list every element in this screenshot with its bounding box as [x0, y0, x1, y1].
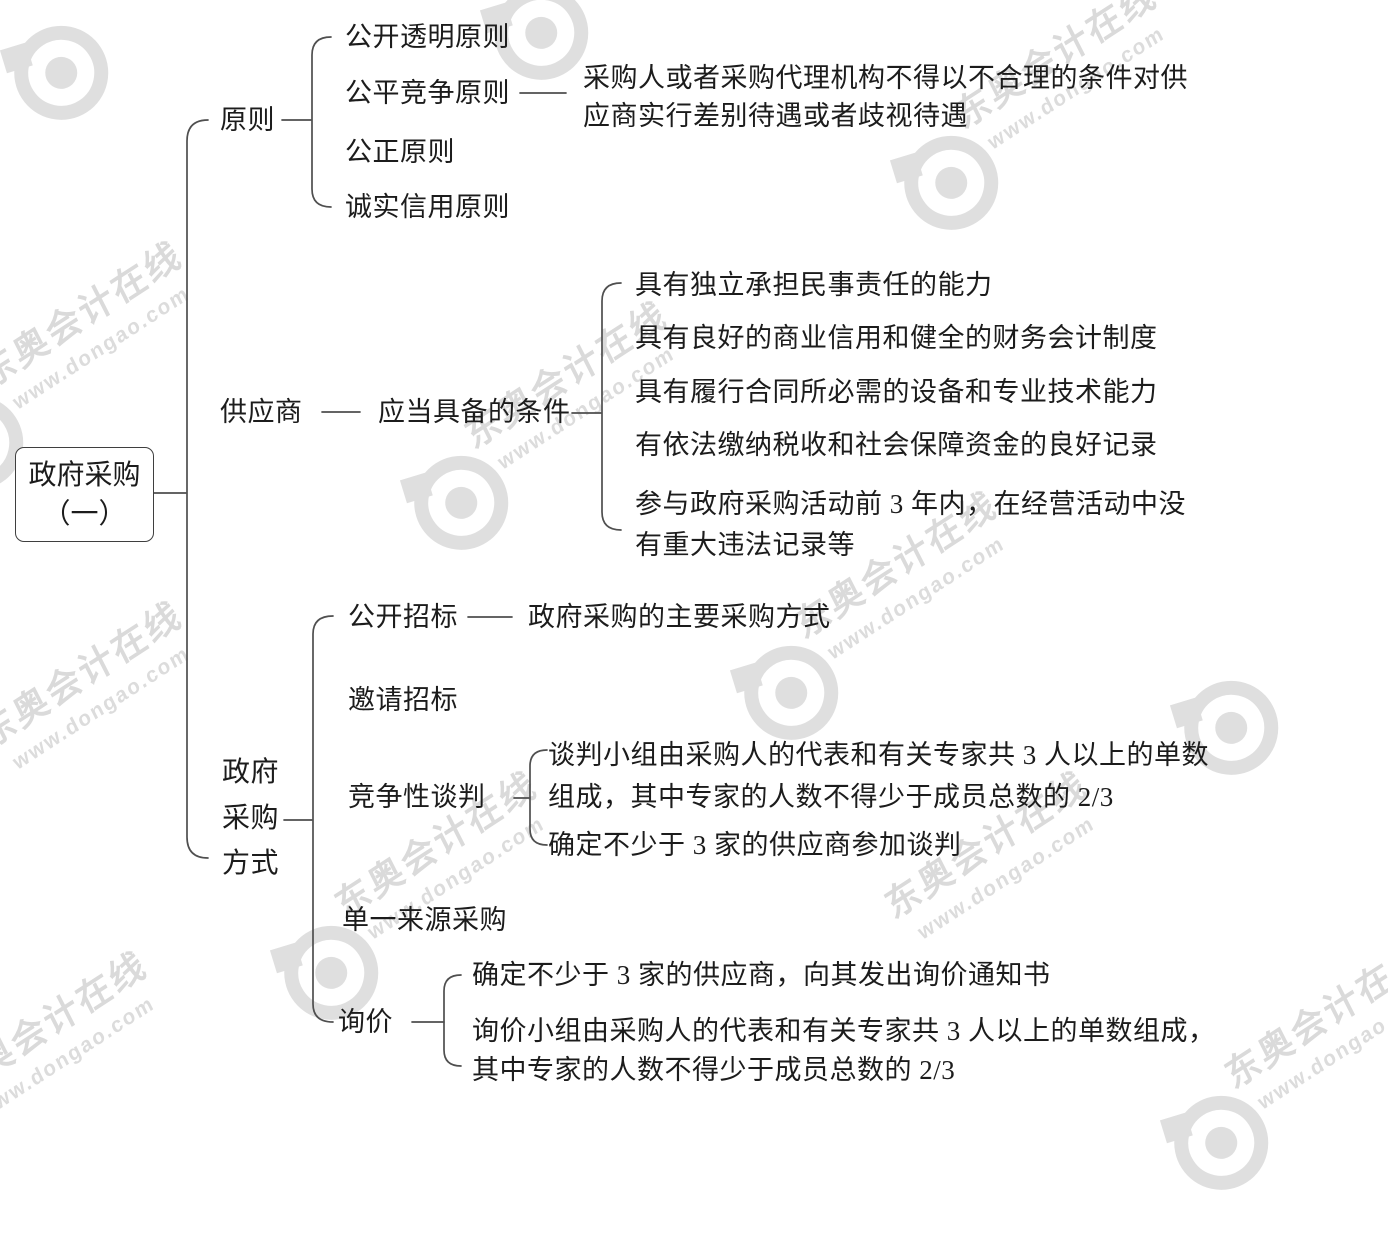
node-invited-tender: 邀请招标: [348, 685, 458, 715]
node-negotiation-rule2: 确定不少于 3 家的供应商参加谈判: [548, 830, 962, 860]
node-inquiry-rule1: 确定不少于 3 家的供应商，向其发出询价通知书: [472, 960, 1051, 990]
node-inquiry-rule2: 询价小组由采购人的代表和有关专家共 3 人以上的单数组成， 其中专家的人数不得少…: [472, 1012, 1216, 1090]
bracket-negotiation-rules: [529, 749, 548, 846]
note-fair-competition: 采购人或者采购代理机构不得以不合理的条件对供 应商实行差别待遇或者歧视待遇: [583, 59, 1188, 135]
node-condition-tax-social-security: 有依法缴纳税收和社会保障资金的良好记录: [635, 430, 1158, 460]
node-principle-fair-competition: 公平竞争原则: [345, 78, 510, 108]
connector-layer: [152, 36, 622, 1067]
note-fair-competition-line2: 应商实行差别待遇或者歧视待遇: [583, 101, 968, 131]
bracket-principles: [311, 36, 332, 208]
note-fair-competition-line1: 采购人或者采购代理机构不得以不合理的条件对供: [583, 63, 1188, 93]
node-condition-no-violation-line2: 有重大违法记录等: [635, 530, 855, 560]
node-competitive-negotiation: 竞争性谈判: [348, 782, 486, 812]
node-condition-equipment-skill: 具有履行合同所必需的设备和专业技术能力: [635, 377, 1158, 407]
node-principles: 原则: [220, 105, 275, 135]
node-procurement-methods: 政府 采购 方式: [222, 750, 279, 887]
node-inquiry-rule2-line2: 其中专家的人数不得少于成员总数的 2/3: [472, 1055, 956, 1085]
node-condition-credit-accounting: 具有良好的商业信用和健全的财务会计制度: [635, 323, 1158, 353]
note-open-tender: 政府采购的主要采购方式: [528, 602, 831, 632]
node-open-tender: 公开招标: [348, 602, 458, 632]
mindmap-canvas: 东奥会计在线 www.dongao.com 东奥会计在线 www.dongao.…: [0, 0, 1388, 1107]
node-condition-no-violation: 参与政府采购活动前 3 年内，在经营活动中没 有重大违法记录等: [635, 484, 1186, 566]
node-negotiation-rule1: 谈判小组由采购人的代表和有关专家共 3 人以上的单数 组成，其中专家的人数不得少…: [548, 734, 1209, 818]
node-principle-good-faith: 诚实信用原则: [345, 192, 510, 222]
node-principle-impartiality: 公正原则: [345, 137, 455, 167]
node-principle-open-transparency: 公开透明原则: [345, 22, 510, 52]
bracket-inquiry-rules: [443, 974, 462, 1067]
node-negotiation-rule1-line2: 组成，其中专家的人数不得少于成员总数的 2/3: [548, 782, 1114, 812]
node-procurement-methods-line1: 政府: [222, 757, 280, 788]
node-supplier-conditions-label: 应当具备的条件: [378, 397, 571, 427]
node-inquiry: 询价: [338, 1007, 393, 1037]
node-inquiry-rule2-line1: 询价小组由采购人的代表和有关专家共 3 人以上的单数组成，: [472, 1016, 1216, 1046]
node-condition-civil-liability: 具有独立承担民事责任的能力: [635, 270, 993, 300]
root-node: 政府采购 （一）: [15, 447, 154, 542]
node-condition-no-violation-line1: 参与政府采购活动前 3 年内，在经营活动中没: [635, 489, 1186, 519]
node-single-source: 单一来源采购: [342, 905, 507, 935]
bracket-supplier-conditions: [601, 282, 622, 531]
bracket-root-children: [186, 119, 209, 859]
root-title-line2: （一）: [42, 498, 127, 530]
root-title-line1: 政府采购: [28, 459, 141, 491]
node-supplier: 供应商: [220, 397, 303, 427]
bracket-methods: [312, 615, 334, 1023]
node-procurement-methods-line2: 采购: [222, 802, 280, 834]
node-negotiation-rule1-line1: 谈判小组由采购人的代表和有关专家共 3 人以上的单数: [548, 740, 1209, 770]
node-procurement-methods-line3: 方式: [222, 848, 280, 879]
